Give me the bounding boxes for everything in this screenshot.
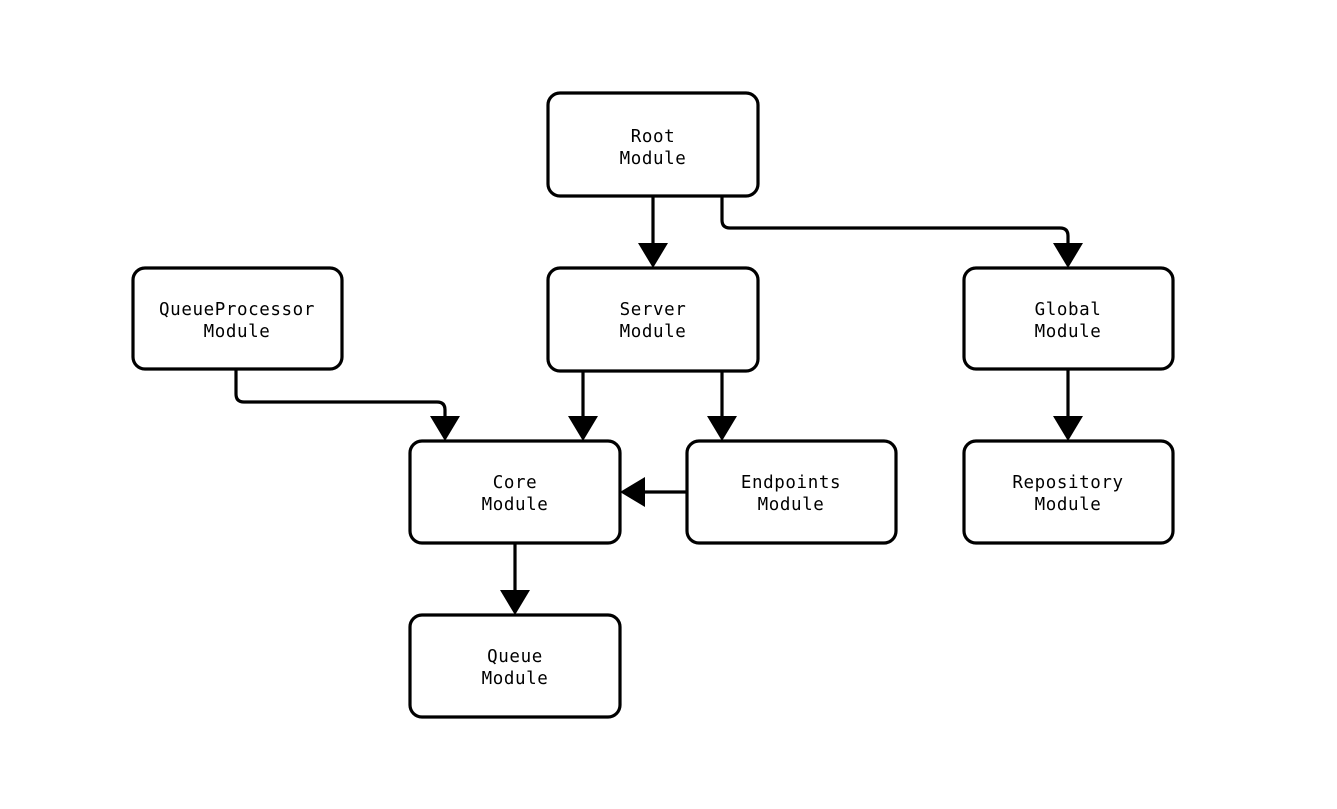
node-core[interactable]: Core Module <box>408 439 622 545</box>
edge-root-to-global <box>720 196 1083 268</box>
node-root[interactable]: Root Module <box>546 91 760 198</box>
edge-server-to-core <box>568 371 598 441</box>
edge-queueprocessor-to-core <box>234 369 460 441</box>
edge-root-to-server <box>638 196 668 268</box>
arrow-head-root-to-global <box>1053 243 1083 268</box>
edge-layer <box>234 196 1083 615</box>
node-queueprocessor-box[interactable] <box>131 266 344 371</box>
node-core-label-line2: Module <box>482 495 549 515</box>
node-core-label-line1: Core <box>493 473 538 493</box>
node-global[interactable]: Global Module <box>962 266 1175 371</box>
node-root-label-line2: Module <box>620 149 687 169</box>
node-queue-label-line1: Queue <box>487 647 543 667</box>
node-server-label-line1: Server <box>620 300 687 320</box>
arrow-head-core-to-queue <box>500 590 530 615</box>
node-endpoints-label-line2: Module <box>758 495 825 515</box>
node-queue[interactable]: Queue Module <box>408 613 622 719</box>
node-queueprocessor-label-line1: QueueProcessor <box>159 300 315 320</box>
node-repository-label-line2: Module <box>1035 495 1102 515</box>
node-global-label-line1: Global <box>1035 300 1102 320</box>
edge-server-to-endpoints <box>707 371 737 441</box>
node-queueprocessor[interactable]: QueueProcessor Module <box>131 266 344 371</box>
arrow-head-server-to-core <box>568 416 598 441</box>
node-endpoints-label-line1: Endpoints <box>741 473 841 493</box>
node-endpoints-box[interactable] <box>685 439 898 545</box>
arrow-head-root-to-server <box>638 243 668 268</box>
node-server-label-line2: Module <box>620 322 687 342</box>
node-global-box[interactable] <box>962 266 1175 371</box>
arrow-head-global-to-repository <box>1053 416 1083 441</box>
arrow-head-queueprocessor-to-core <box>430 416 460 441</box>
node-server-box[interactable] <box>546 266 760 373</box>
node-global-label-line2: Module <box>1035 322 1102 342</box>
node-queue-label-line2: Module <box>482 669 549 689</box>
node-repository-label-line1: Repository <box>1012 473 1123 493</box>
node-layer: Root Module QueueProcessor Module Server… <box>131 91 1175 719</box>
node-repository-box[interactable] <box>962 439 1175 545</box>
edge-core-to-queue <box>500 543 530 615</box>
arrow-head-server-to-endpoints <box>707 416 737 441</box>
node-server[interactable]: Server Module <box>546 266 760 373</box>
node-core-box[interactable] <box>408 439 622 545</box>
node-queue-box[interactable] <box>408 613 622 719</box>
node-endpoints[interactable]: Endpoints Module <box>685 439 898 545</box>
node-repository[interactable]: Repository Module <box>962 439 1175 545</box>
arrow-head-endpoints-to-core <box>620 477 645 507</box>
node-root-label-line1: Root <box>631 127 676 147</box>
node-queueprocessor-label-line2: Module <box>204 322 271 342</box>
node-root-box[interactable] <box>546 91 760 198</box>
edge-endpoints-to-core <box>620 477 687 507</box>
edge-global-to-repository <box>1053 369 1083 441</box>
